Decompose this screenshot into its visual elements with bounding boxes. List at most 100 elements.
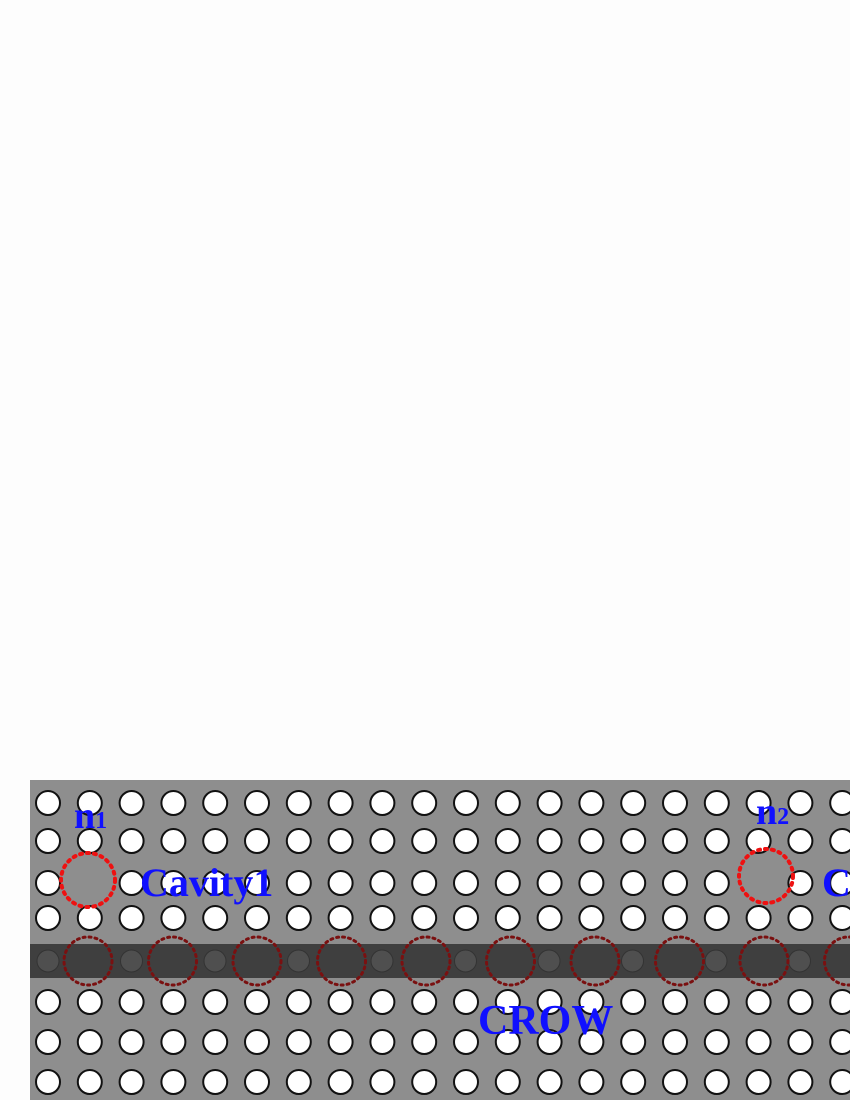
air-hole: [411, 989, 438, 1015]
air-hole: [160, 790, 187, 816]
air-hole: [202, 790, 229, 816]
waveguide-hole: [454, 949, 477, 973]
air-hole: [662, 1069, 688, 1095]
n1-label-sub: 1: [95, 808, 107, 834]
air-hole: [35, 790, 61, 816]
air-hole: [787, 989, 814, 1015]
air-hole: [745, 828, 772, 854]
air-hole: [35, 989, 61, 1015]
crow-cavity-ring: [62, 935, 114, 987]
air-hole: [202, 989, 229, 1015]
air-hole: [202, 870, 229, 896]
air-hole: [453, 1069, 479, 1095]
air-hole: [244, 905, 270, 931]
air-hole: [244, 828, 270, 854]
air-hole: [494, 1069, 521, 1095]
air-hole: [327, 870, 354, 896]
air-hole: [285, 790, 312, 816]
air-hole: [787, 1069, 814, 1095]
air-hole: [578, 828, 605, 854]
cavity1-ring: [59, 851, 117, 909]
air-hole: [620, 790, 647, 816]
n1-label: n1: [74, 795, 107, 837]
air-hole: [369, 870, 396, 896]
air-hole: [244, 1029, 270, 1055]
crow-cavity-ring: [654, 935, 705, 987]
air-hole: [327, 905, 354, 931]
air-hole: [411, 790, 438, 816]
air-hole: [829, 1069, 850, 1095]
air-hole: [118, 1029, 145, 1055]
air-hole: [536, 1069, 563, 1095]
air-hole: [369, 1029, 396, 1055]
air-hole: [703, 790, 730, 816]
air-hole: [620, 828, 647, 854]
air-hole: [327, 1069, 354, 1095]
air-hole: [703, 905, 730, 931]
air-hole: [787, 790, 814, 816]
air-hole: [160, 1069, 187, 1095]
air-hole: [118, 1069, 145, 1095]
air-hole: [411, 828, 438, 854]
air-hole: [703, 1069, 730, 1095]
air-hole: [202, 905, 229, 931]
air-hole: [578, 790, 605, 816]
crow-cavity-ring: [231, 935, 283, 987]
crow-cavity-rings: [62, 935, 850, 987]
air-hole: [160, 828, 187, 854]
air-hole: [327, 828, 354, 854]
air-hole: [620, 989, 647, 1015]
crow-label: CROW: [478, 998, 613, 1044]
air-hole: [35, 1029, 61, 1055]
air-hole: [411, 870, 438, 896]
air-hole: [369, 1069, 396, 1095]
air-hole: [829, 989, 850, 1015]
air-hole: [703, 1029, 730, 1055]
air-hole: [620, 905, 647, 931]
air-hole: [536, 989, 563, 1015]
air-hole: [285, 989, 312, 1015]
air-hole: [244, 790, 270, 816]
air-hole: [76, 1029, 103, 1055]
air-hole: [662, 1029, 688, 1055]
air-hole: [620, 1029, 647, 1055]
air-hole: [327, 1029, 354, 1055]
air-hole: [118, 828, 145, 854]
n1-label-base: n: [74, 795, 95, 837]
air-hole: [787, 828, 814, 854]
air-hole: [829, 1029, 850, 1055]
air-hole: [536, 905, 563, 931]
cavity2-label-partial: C: [822, 860, 850, 905]
air-hole: [578, 989, 605, 1015]
air-hole: [369, 905, 396, 931]
air-hole: [578, 870, 605, 896]
air-hole: [285, 870, 312, 896]
n2-label-sub: 2: [777, 804, 789, 830]
air-hole: [745, 790, 772, 816]
n2-label-base: n: [756, 791, 777, 833]
n2-label: n2: [756, 791, 789, 833]
cavity1-label: Cavity1: [140, 860, 273, 905]
air-hole: [703, 870, 730, 896]
air-hole: [829, 790, 850, 816]
crow-cavity-ring: [569, 935, 621, 987]
waveguide-hole: [370, 949, 394, 973]
waveguide-hole: [788, 949, 811, 973]
air-hole: [118, 905, 145, 931]
air-hole: [453, 828, 479, 854]
air-hole: [202, 828, 229, 854]
crow-cavity-ring: [823, 935, 850, 987]
air-hole: [829, 828, 850, 854]
air-hole: [160, 989, 187, 1015]
air-hole: [411, 905, 438, 931]
air-hole: [494, 1029, 521, 1055]
air-hole: [76, 1069, 103, 1095]
air-hole: [285, 828, 312, 854]
air-hole: [453, 905, 479, 931]
air-hole: [118, 989, 145, 1015]
air-hole: [745, 905, 772, 931]
air-hole: [118, 790, 145, 816]
waveguide-hole: [120, 949, 143, 973]
waveguide-hole: [287, 949, 310, 973]
cavity2-ring: [737, 847, 795, 905]
